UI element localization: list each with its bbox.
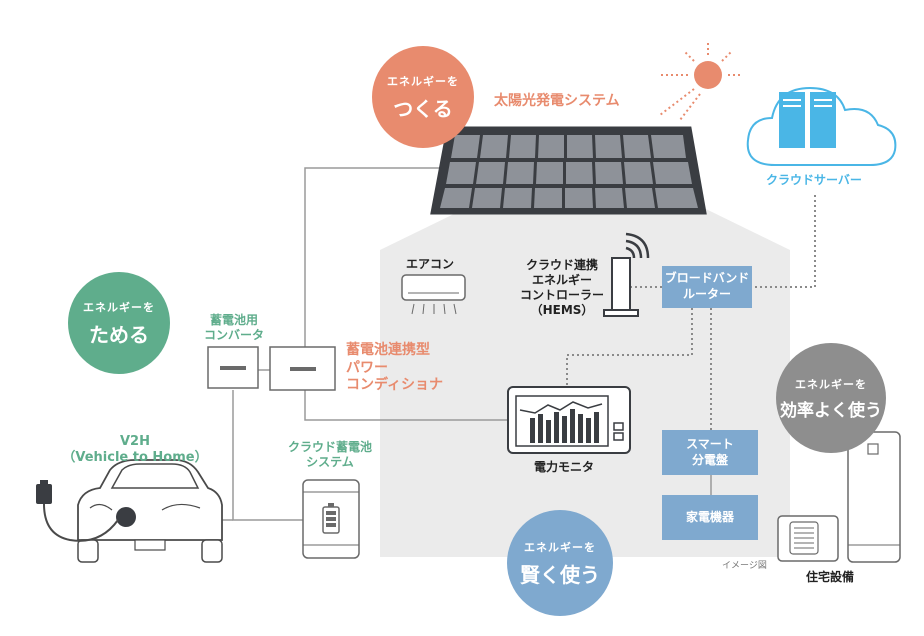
hems-label-line2: エネルギー: [531, 273, 592, 287]
cloud-battery-label: クラウド蓄電池 システム: [278, 440, 382, 470]
store-energy-small: エネルギーを: [83, 300, 155, 314]
cloud-battery-line2: システム: [306, 455, 354, 469]
battery-converter-line1: 蓄電池用: [209, 313, 258, 327]
cloud-battery-line1: クラウド蓄電池: [287, 440, 372, 454]
power-conditioner-line1: 蓄電池連携型: [346, 342, 430, 358]
router-label-line1: ブロードバンド: [664, 271, 750, 286]
store-energy-big: ためる: [89, 322, 149, 347]
smart-energy-big: 賢く使う: [520, 562, 600, 587]
efficient-energy-circle: エネルギーを 効率よく使う: [776, 343, 886, 453]
battery-converter-unit: [207, 346, 259, 389]
power-conditioner-line2: パワー: [346, 359, 388, 376]
cloud-server-label: クラウドサーバー: [766, 173, 862, 187]
aircon-label: エアコン: [406, 257, 455, 271]
image-note-label: イメージ図: [722, 561, 767, 571]
battery-converter-label: 蓄電池用 コンバータ: [198, 313, 270, 343]
smart-energy-circle: エネルギーを 賢く使う: [507, 510, 613, 616]
appliances-label: 家電機器: [685, 509, 734, 524]
server-icon: [779, 92, 836, 148]
battery-icon: [322, 503, 340, 534]
smart-panel-box: スマート 分電盤: [662, 430, 758, 475]
water-heater-unit: [847, 431, 901, 563]
hems-label-line1: クラウド連携: [525, 258, 598, 272]
router-box: ブロードバンド ルーター: [662, 266, 752, 308]
heat-pump-unit: [777, 515, 839, 562]
v2h-line1: V2H: [120, 434, 150, 449]
create-energy-big: つくる: [393, 96, 453, 121]
power-monitor-unit: [507, 386, 631, 454]
power-conditioner-line3: コンディショナ: [346, 377, 444, 393]
v2h-line2: （Vehicle to Home）: [62, 450, 208, 466]
solar-label: 太陽光発電システム: [494, 93, 620, 109]
hems-label-line3: コントローラー: [519, 288, 604, 302]
aircon-unit: [401, 274, 466, 315]
create-energy-small: エネルギーを: [387, 74, 459, 88]
hems-label: クラウド連携 エネルギー コントローラー （HEMS）: [510, 258, 614, 318]
power-conditioner-label: 蓄電池連携型 パワー コンディショナ: [346, 342, 443, 395]
create-energy-circle: エネルギーを つくる: [372, 46, 474, 148]
solar-panel: [430, 126, 707, 215]
v2h-label: V2H （Vehicle to Home）: [60, 434, 210, 467]
smart-panel-line2: 分電盤: [691, 452, 728, 467]
router-label-line2: ルーター: [682, 287, 731, 301]
power-monitor-label: 電力モニタ: [534, 460, 595, 474]
appliances-box: 家電機器: [662, 495, 758, 540]
housing-equipment-label: 住宅設備: [806, 570, 855, 584]
store-energy-circle: エネルギーを ためる: [68, 272, 170, 374]
smart-panel-line1: スマート: [686, 436, 734, 451]
network-lines: [566, 195, 816, 430]
hems-device: [603, 257, 639, 317]
smart-energy-small: エネルギーを: [524, 540, 596, 554]
battery-converter-line2: コンバータ: [203, 328, 264, 342]
car-icon: [77, 459, 223, 563]
efficient-energy-small: エネルギーを: [795, 377, 867, 391]
wifi-icon: [625, 232, 650, 259]
power-conditioner-unit: [269, 346, 336, 391]
efficient-energy-big: 効率よく使う: [780, 400, 882, 421]
hems-label-line4: （HEMS）: [530, 303, 594, 317]
sun-icon: [659, 40, 740, 121]
charger-plug: [36, 480, 119, 542]
